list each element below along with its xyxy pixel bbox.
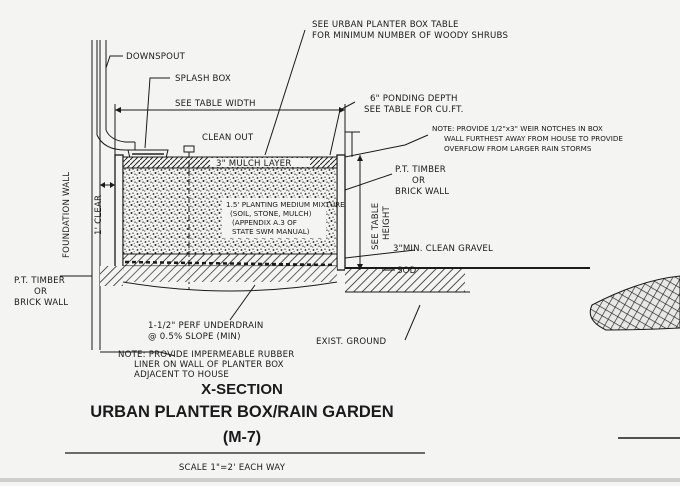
downspout-label: DOWNSPOUT: [126, 52, 186, 62]
pt-timber-right-line-3: BRICK WALL: [395, 187, 449, 197]
foundation-wall-label: FOUNDATION WALL: [62, 172, 72, 258]
sod-label: SOD: [397, 266, 417, 276]
planting-medium-line-3: (APPENDIX A.3 OF: [232, 218, 297, 227]
see-table-height-line-2: HEIGHT: [382, 205, 392, 240]
ground-lines: [100, 266, 590, 293]
exist-ground-label: EXIST. GROUND: [316, 337, 387, 347]
dimension-clear: [100, 182, 115, 188]
leader-lines: [60, 29, 429, 357]
weir-note-line-3: OVERFLOW FROM LARGER RAIN STORMS: [444, 144, 592, 153]
see-table-height-line-1: SEE TABLE: [371, 203, 381, 250]
downspout: [96, 40, 136, 151]
ponding-line-2: SEE TABLE FOR CU.FT.: [364, 105, 464, 115]
scale-label: SCALE 1"=2' EACH WAY: [179, 463, 286, 473]
window-bottom-edge: [0, 478, 680, 482]
shrub-note-line-2: FOR MINIMUM NUMBER OF WOODY SHRUBS: [312, 31, 508, 41]
weir-note-line-1: NOTE: PROVIDE 1/2"x3" WEIR NOTCHES IN BO…: [432, 124, 603, 133]
liner-note-line-2: LINER ON WALL OF PLANTER BOX: [134, 360, 284, 370]
see-table-width-label: SEE TABLE WIDTH: [175, 99, 256, 109]
title-line-3: (M-7): [223, 429, 261, 446]
pt-timber-left-line-3: BRICK WALL: [14, 298, 68, 308]
pt-timber-left-line-2: OR: [34, 287, 47, 297]
splash-box-label: SPLASH BOX: [175, 74, 231, 84]
title-line-1: X-SECTION: [201, 381, 283, 398]
foundation-wall: [91, 40, 101, 350]
mulch-layer-label: 3" MULCH LAYER: [216, 159, 292, 169]
pt-timber-right-line-1: P.T. TIMBER: [395, 165, 446, 175]
ponding-line-1: 6" PONDING DEPTH: [370, 94, 458, 104]
ground-section-detail: [589, 275, 680, 331]
dimension-ponding: [345, 131, 360, 157]
clear-label: 1' CLEAR: [94, 195, 104, 235]
clean-out-pipe: [183, 145, 195, 290]
liner-note-line-1: NOTE: PROVIDE IMPERMEABLE RUBBER: [118, 350, 294, 360]
planting-medium-line-1: 1.5' PLANTING MEDIUM MIXTURE: [226, 200, 345, 209]
weir-note-line-2: WALL FURTHEST AWAY FROM HOUSE TO PROVIDE: [444, 134, 623, 143]
planting-medium-line-2: (SOIL, STONE, MULCH): [230, 209, 312, 218]
mulch-label-bg: [210, 158, 310, 167]
dimension-width: [114, 104, 346, 155]
underdrain-line-2: @ 0.5% SLOPE (MIN): [148, 332, 241, 342]
liner-note-line-3: ADJACENT TO HOUSE: [134, 370, 229, 380]
clean-gravel-label: 3"MIN. CLEAN GRAVEL: [393, 244, 493, 254]
title-line-2: URBAN PLANTER BOX/RAIN GARDEN: [90, 403, 393, 421]
planting-medium-label-bg: [222, 198, 326, 238]
dimension-height: [357, 155, 363, 270]
underdrain-line-1: 1-1/2" PERF UNDERDRAIN: [148, 321, 264, 331]
pt-timber-right-line-2: OR: [412, 176, 425, 186]
planting-medium-line-4: STATE SWM MANUAL): [232, 227, 310, 236]
clean-out-label: CLEAN OUT: [202, 133, 254, 143]
pt-timber-left-line-1: P.T. TIMBER: [14, 276, 65, 286]
perf-underdrain: [124, 260, 336, 267]
shrub-note-line-1: SEE URBAN PLANTER BOX TABLE: [312, 20, 459, 30]
